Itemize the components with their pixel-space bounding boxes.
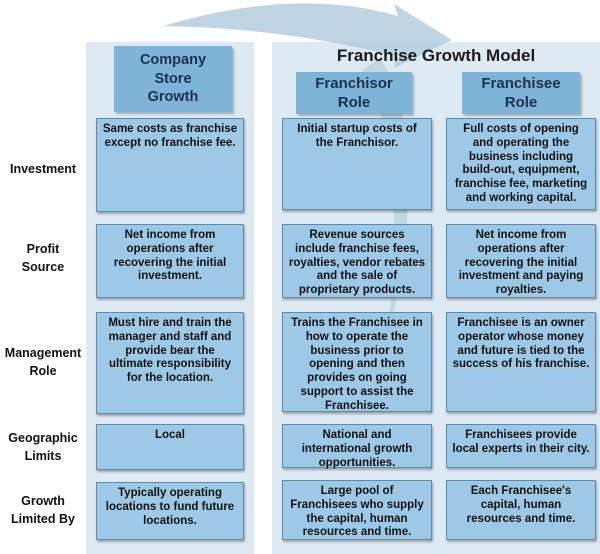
- diagram-title: Franchise Growth Model: [336, 46, 536, 65]
- row-label-growth-limited-by: Growth Limited By: [11, 494, 75, 527]
- investment-franchisor-cell: Initial startup costs of the Franchisor.: [282, 118, 432, 210]
- growth-limited-company-cell: Typically operating locations to fund fu…: [96, 482, 244, 540]
- company-store-growth-header: Company Store Growth: [114, 46, 232, 112]
- investment-company-cell: Same costs as franchise except no franch…: [96, 118, 244, 212]
- row-label-management-role: Management Role: [4, 346, 82, 379]
- management-role-franchisee-cell: Franchisee is an owner operator whose mo…: [446, 312, 596, 412]
- row-label-profit-source: Profit Source: [21, 242, 65, 275]
- franchisee-role-header: Franchisee Role: [462, 72, 580, 114]
- growth-limited-franchisor-cell: Large pool of Franchisees who supply the…: [282, 480, 432, 540]
- profit-source-company-cell: Net income from operations after recover…: [96, 224, 244, 298]
- management-role-franchisor-cell: Trains the Franchisee in how to operate …: [282, 312, 432, 412]
- profit-source-franchisor-cell: Revenue sources include franchise fees, …: [282, 224, 432, 298]
- row-label-investment: Investment: [10, 162, 76, 176]
- row-label-geographic-limits: Geographic Limits: [8, 431, 78, 464]
- management-role-company-cell: Must hire and train the manager and staf…: [96, 312, 244, 414]
- profit-source-franchisee-cell: Net income from operations after recover…: [446, 224, 596, 298]
- geographic-limits-company-cell: Local: [96, 424, 244, 470]
- franchisor-role-header: Franchisor Role: [296, 72, 412, 114]
- growth-limited-franchisee-cell: Each Franchisee's capital, human resourc…: [446, 480, 596, 540]
- investment-franchisee-cell: Full costs of opening and operating the …: [446, 118, 596, 210]
- geographic-limits-franchisor-cell: National and international growth opport…: [282, 424, 432, 469]
- geographic-limits-franchisee-cell: Franchisees provide local experts in the…: [446, 424, 596, 468]
